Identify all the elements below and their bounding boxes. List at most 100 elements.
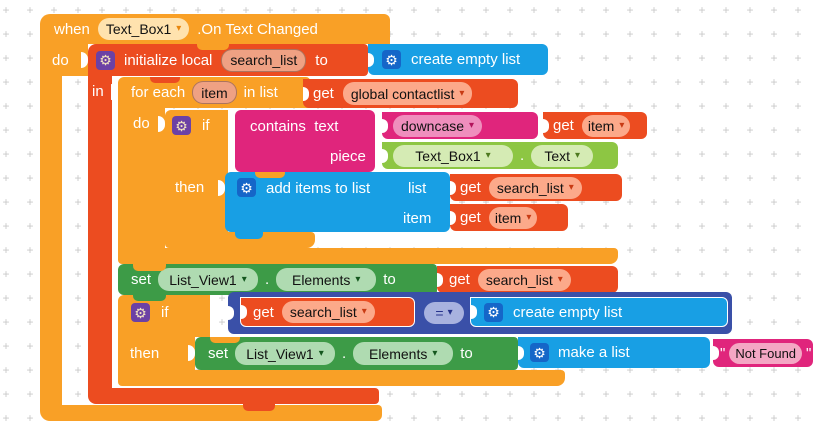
foreach-top-notch [150,77,180,83]
local-var-name-field[interactable]: search_list [221,48,307,72]
variable-dropdown[interactable]: item ▾ [488,206,538,229]
dropdown-arrow-icon: ▾ [355,273,361,285]
do-label: do [52,52,69,69]
in-socket-connector [111,84,118,100]
then-socket-connector [218,180,225,196]
make-a-list-block[interactable]: ⚙ make a list [518,337,710,368]
gear-icon[interactable]: ⚙ [484,302,503,322]
dropdown-arrow-icon: ▾ [447,307,453,318]
dropdown-arrow-icon: ▾ [176,23,182,34]
get-search-list-block[interactable]: get search_list ▾ [437,266,618,293]
set-listview-elements-block[interactable]: set List_View1 ▾ . Elements ▾ to [118,264,437,295]
when-event-do-ledge[interactable] [40,44,88,76]
add-items-bottom-tab [235,232,263,239]
create-empty-list-block[interactable]: ⚙ create empty list [470,297,728,327]
property-dropdown[interactable]: Elements ▾ [276,268,377,291]
property-dropdown[interactable]: Elements ▾ [353,342,454,365]
if-condition-connector [212,305,219,321]
dropdown-arrow-icon: ▾ [619,119,625,131]
item-arg-label: item [403,210,432,227]
if1-bottom-bar[interactable] [165,232,315,248]
dropdown-arrow-icon: ▾ [469,119,475,131]
when-event-bottom-bar[interactable] [40,405,382,421]
to-keyword: to [315,51,328,69]
variable-dropdown[interactable]: search_list ▾ [281,301,375,323]
text-string-block[interactable]: " Not Found " [713,339,813,367]
if2-bottom-bar[interactable] [118,370,565,386]
add-items-to-list-block[interactable] [225,172,450,232]
when-event-block-spine[interactable] [40,44,62,405]
component-dropdown[interactable]: List_View1 ▾ [235,342,336,365]
dropdown-arrow-icon: ▾ [557,273,563,285]
variable-dropdown[interactable]: item ▾ [581,114,631,137]
get-search-list-block[interactable]: get search_list ▾ [450,174,622,201]
get-global-contactlist-block[interactable]: get global contactlist ▾ [303,79,518,108]
init-local-bottom-tab [243,404,275,411]
do-socket-connector [81,52,88,68]
then-label: then [175,179,205,196]
in-label: in [92,83,104,100]
dropdown-arrow-icon: ▾ [241,273,247,285]
add-items-title: add items to list [266,180,371,197]
dot-separator: . [520,147,525,164]
component-dropdown[interactable]: Text_Box1 ▾ [97,18,190,40]
gear-icon[interactable]: ⚙ [131,303,150,322]
loop-var-name-field[interactable]: item [192,81,237,104]
gear-icon[interactable]: ⚙ [96,50,115,70]
dropdown-arrow-icon: ▾ [318,347,324,359]
get-item-block[interactable]: get item ▾ [543,112,647,139]
init-local-bottom-bar[interactable] [88,388,379,404]
get-search-list-block[interactable]: get search_list ▾ [240,297,415,327]
downcase-block[interactable]: downcase ▾ [382,112,538,139]
foreach-header[interactable]: for each item in list [118,77,310,108]
dot-separator: . [265,271,270,288]
if-keyword: if [161,304,169,321]
set-listview-elements-block[interactable]: set List_View1 ▾ . Elements ▾ to [195,337,518,370]
downcase-dropdown[interactable]: downcase ▾ [393,114,483,137]
dot-separator: . [342,345,347,362]
gear-icon[interactable]: ⚙ [382,50,401,69]
init-local-spine[interactable] [88,76,112,388]
component-dropdown[interactable]: List_View1 ▾ [158,268,259,291]
gear-icon[interactable]: ⚙ [172,116,191,135]
dropdown-arrow-icon: ▾ [459,87,465,99]
contains-text-block[interactable] [235,110,375,172]
when-keyword: when [54,20,90,38]
then-socket-connector [188,345,195,361]
when-event-header[interactable]: when Text_Box1 ▾ .On Text Changed [40,14,390,44]
init-local-top-notch [197,44,229,50]
gear-icon[interactable]: ⚙ [530,343,549,362]
piece-label: piece [330,148,366,165]
event-name: .On Text Changed [197,20,318,38]
foreach-bottom-bar[interactable] [118,248,618,264]
textbox-text-property-block[interactable]: Text_Box1 ▾ . Text ▾ [382,142,618,169]
add-items-top-notch [255,172,285,178]
gear-icon[interactable]: ⚙ [237,178,256,197]
init-local-header[interactable]: ⚙ initialize local search_list to [88,44,368,76]
dropdown-arrow-icon: ▾ [361,306,367,317]
init-local-title: initialize local [124,51,213,69]
open-quote: " [720,344,726,362]
if2-top-notch [133,295,166,301]
contains-text-label: contains text [250,118,339,135]
then-label: then [130,345,160,362]
operator-dropdown[interactable]: = ▾ [424,302,464,324]
component-dropdown[interactable]: Text_Box1 ▾ [393,144,513,167]
dropdown-arrow-icon: ▾ [485,149,491,161]
property-dropdown[interactable]: Text ▾ [531,144,594,167]
if-keyword: if [202,117,210,134]
variable-dropdown[interactable]: search_list ▾ [477,268,571,291]
variable-dropdown[interactable]: search_list ▾ [488,176,582,199]
if2-then-ledge[interactable] [118,337,195,370]
get-item-block[interactable]: get item ▾ [450,204,568,231]
list-arg-label: list [408,180,427,197]
to-keyword: to [460,345,473,362]
dropdown-arrow-icon: ▾ [568,181,574,193]
string-text-field[interactable]: Not Found [729,342,803,364]
foreach-spine[interactable] [118,108,165,248]
to-keyword: to [383,271,396,288]
variable-dropdown[interactable]: global contactlist ▾ [342,82,473,105]
create-empty-list-block[interactable]: ⚙ create empty list [368,44,548,75]
do-label: do [133,115,150,132]
